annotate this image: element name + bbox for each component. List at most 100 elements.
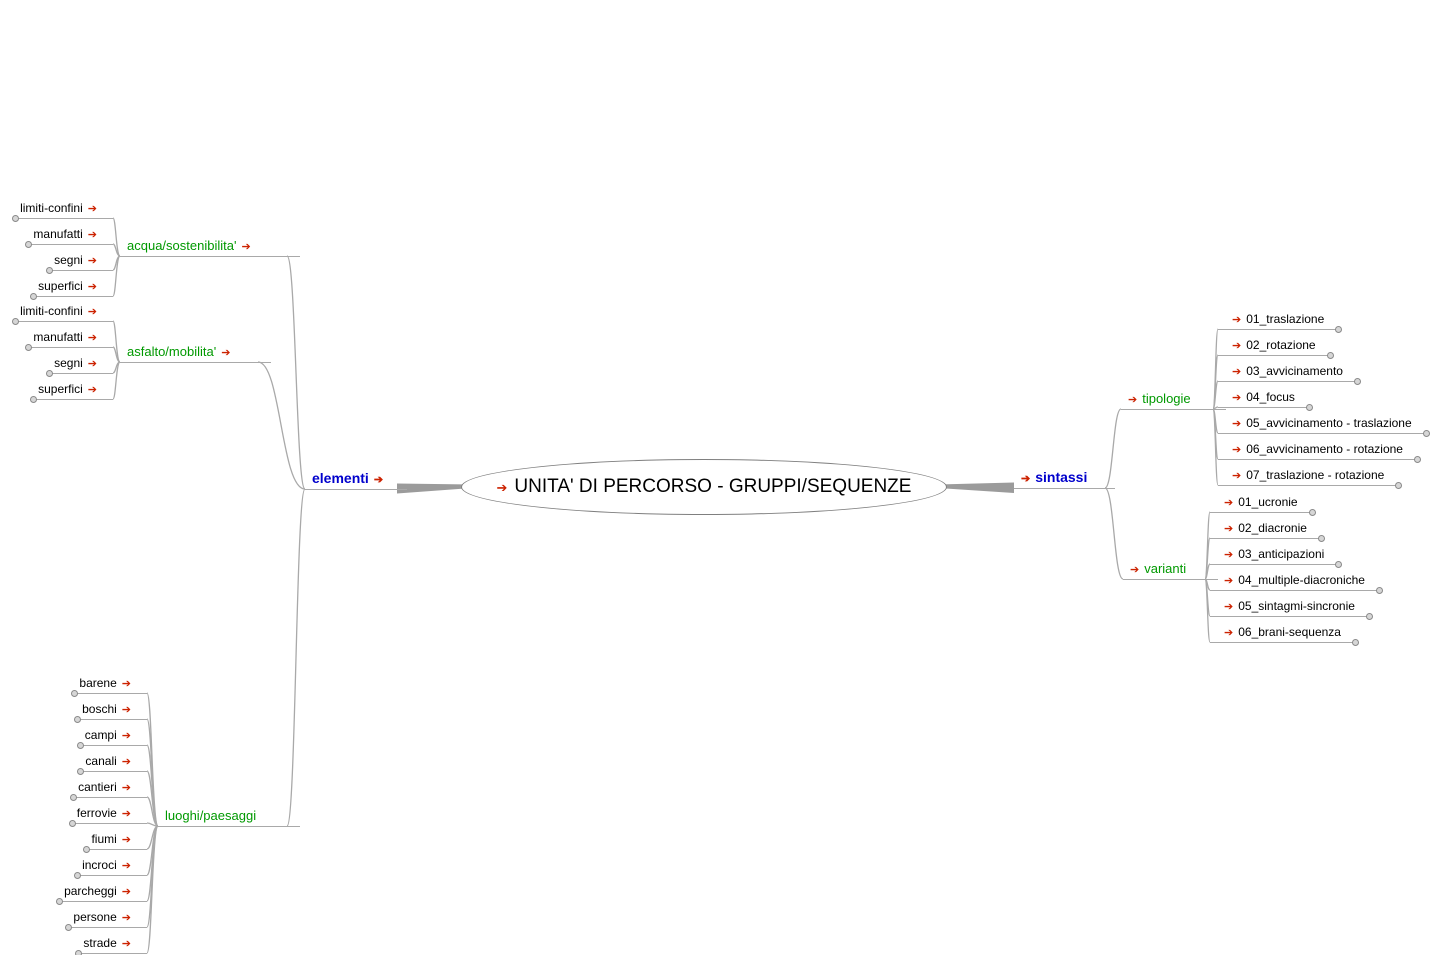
leaf-node[interactable]: persone ➔: [65, 910, 147, 931]
branch-node-sintassi[interactable]: ➔ sintassi: [1014, 469, 1115, 489]
link-arrow-icon[interactable]: ➔: [121, 782, 131, 794]
leaf-node[interactable]: canali ➔: [77, 754, 147, 775]
link-arrow-icon[interactable]: ➔: [87, 332, 97, 344]
link-arrow-icon[interactable]: ➔: [121, 912, 131, 924]
root-node[interactable]: ➔ UNITA' DI PERCORSO - GRUPPI/SEQUENZE: [461, 459, 947, 515]
branch-node-elementi[interactable]: elementi ➔: [305, 470, 407, 490]
link-arrow-icon[interactable]: ➔: [1232, 418, 1242, 430]
leaf-node[interactable]: ➔ 05_avvicinamento - traslazione: [1218, 416, 1430, 437]
leaf-node[interactable]: ➔ 04_focus: [1218, 390, 1313, 411]
link-arrow-icon[interactable]: ➔: [1130, 564, 1140, 576]
node-label: superfici: [38, 382, 83, 396]
branch-node-luoghi-paesaggi[interactable]: luoghi/paesaggi: [158, 808, 300, 827]
link-arrow-icon[interactable]: ➔: [1224, 497, 1234, 509]
node-label: ferrovie: [76, 806, 117, 820]
link-arrow-icon[interactable]: ➔: [121, 756, 131, 768]
edge-root-elementi: [397, 483, 472, 494]
node-label: strade: [83, 936, 117, 950]
node-label: manufatti: [33, 227, 83, 241]
link-arrow-icon[interactable]: ➔: [87, 281, 97, 293]
leaf-node[interactable]: segni ➔: [46, 356, 113, 377]
leaf-node[interactable]: superfici ➔: [30, 382, 113, 403]
link-arrow-icon[interactable]: ➔: [121, 938, 131, 950]
node-label: sintassi: [1035, 469, 1088, 485]
leaf-node[interactable]: ➔ 03_avvicinamento: [1218, 364, 1361, 385]
link-arrow-icon[interactable]: ➔: [1224, 575, 1234, 587]
link-arrow-icon[interactable]: ➔: [87, 358, 97, 370]
leaf-node[interactable]: ➔ 06_brani-sequenza: [1210, 625, 1359, 646]
node-label: 04_multiple-diacroniche: [1238, 573, 1365, 587]
link-arrow-icon[interactable]: ➔: [87, 306, 97, 318]
link-arrow-icon[interactable]: ➔: [87, 229, 97, 241]
link-arrow-icon[interactable]: ➔: [1232, 314, 1242, 326]
link-arrow-icon[interactable]: ➔: [121, 834, 131, 846]
leaf-node[interactable]: ➔ 01_traslazione: [1218, 312, 1343, 333]
link-arrow-icon[interactable]: ➔: [1128, 394, 1138, 406]
link-arrow-icon[interactable]: ➔: [1232, 470, 1242, 482]
node-label: 03_avvicinamento: [1246, 364, 1343, 378]
leaf-node[interactable]: incroci ➔: [74, 858, 147, 879]
link-arrow-icon[interactable]: ➔: [1224, 523, 1234, 535]
leaf-node[interactable]: ➔ 01_ucronie: [1210, 495, 1316, 516]
leaf-node[interactable]: ➔ 07_traslazione - rotazione: [1218, 468, 1403, 489]
link-arrow-icon[interactable]: ➔: [373, 474, 384, 486]
link-arrow-icon[interactable]: ➔: [496, 479, 508, 495]
node-label: canali: [85, 754, 117, 768]
link-arrow-icon[interactable]: ➔: [121, 730, 131, 742]
node-label: segni: [54, 356, 83, 370]
edge-root-sintassi: [938, 482, 1014, 493]
link-arrow-icon[interactable]: ➔: [87, 384, 97, 396]
leaf-node[interactable]: ➔ 03_anticipazioni: [1210, 547, 1343, 568]
leaf-node[interactable]: ➔ 06_avvicinamento - rotazione: [1218, 442, 1421, 463]
leaf-node[interactable]: strade ➔: [75, 936, 147, 955]
node-label: limiti-confini: [20, 304, 83, 318]
link-arrow-icon[interactable]: ➔: [1232, 340, 1242, 352]
link-arrow-icon[interactable]: ➔: [121, 808, 131, 820]
link-arrow-icon[interactable]: ➔: [121, 678, 131, 690]
leaf-node[interactable]: limiti-confini ➔: [12, 304, 113, 325]
branch-node-tipologie[interactable]: ➔ tipologie: [1121, 391, 1226, 410]
link-arrow-icon[interactable]: ➔: [241, 241, 251, 253]
link-arrow-icon[interactable]: ➔: [221, 347, 231, 359]
link-arrow-icon[interactable]: ➔: [121, 704, 131, 716]
leaf-node[interactable]: fiumi ➔: [83, 832, 147, 853]
leaf-node[interactable]: ➔ 02_diacronie: [1210, 521, 1325, 542]
leaf-node[interactable]: barene ➔: [71, 676, 147, 697]
leaf-node[interactable]: limiti-confini ➔: [12, 201, 113, 222]
leaf-node[interactable]: segni ➔: [46, 253, 113, 274]
leaf-node[interactable]: manufatti ➔: [25, 227, 113, 248]
leaf-node[interactable]: parcheggi ➔: [56, 884, 147, 905]
node-label: superfici: [38, 279, 83, 293]
node-label: campi: [84, 728, 117, 742]
link-arrow-icon[interactable]: ➔: [1224, 549, 1234, 561]
leaf-node[interactable]: superfici ➔: [30, 279, 113, 300]
node-label: 02_rotazione: [1246, 338, 1316, 352]
leaf-node[interactable]: ➔ 04_multiple-diacroniche: [1210, 573, 1383, 594]
leaf-node[interactable]: campi ➔: [76, 728, 147, 749]
branch-node-varianti[interactable]: ➔ varianti: [1123, 561, 1218, 580]
branch-node-asfalto-mobilita[interactable]: asfalto/mobilita' ➔: [120, 344, 271, 363]
link-arrow-icon[interactable]: ➔: [1021, 473, 1031, 485]
node-label: fiumi: [91, 832, 117, 846]
leaf-node[interactable]: boschi ➔: [74, 702, 147, 723]
leaf-node[interactable]: manufatti ➔: [25, 330, 113, 351]
link-arrow-icon[interactable]: ➔: [87, 203, 97, 215]
leaf-node[interactable]: ➔ 02_rotazione: [1218, 338, 1334, 359]
root-thick-edges: [397, 482, 1014, 494]
node-label: cantieri: [78, 780, 117, 794]
link-arrow-icon[interactable]: ➔: [1232, 444, 1242, 456]
leaf-node[interactable]: ferrovie ➔: [68, 806, 147, 827]
link-arrow-icon[interactable]: ➔: [1232, 366, 1242, 378]
link-arrow-icon[interactable]: ➔: [1232, 392, 1242, 404]
link-arrow-icon[interactable]: ➔: [87, 255, 97, 267]
link-arrow-icon[interactable]: ➔: [1224, 627, 1234, 639]
node-label: 01_ucronie: [1238, 495, 1298, 509]
branch-node-acqua-sostenibilita[interactable]: acqua/sostenibilita' ➔: [120, 238, 300, 257]
leaf-node[interactable]: cantieri ➔: [70, 780, 147, 801]
node-label: varianti: [1144, 561, 1187, 576]
link-arrow-icon[interactable]: ➔: [121, 886, 131, 898]
link-arrow-icon[interactable]: ➔: [1224, 601, 1234, 613]
link-arrow-icon[interactable]: ➔: [121, 860, 131, 872]
leaf-node[interactable]: ➔ 05_sintagmi-sincronie: [1210, 599, 1373, 620]
